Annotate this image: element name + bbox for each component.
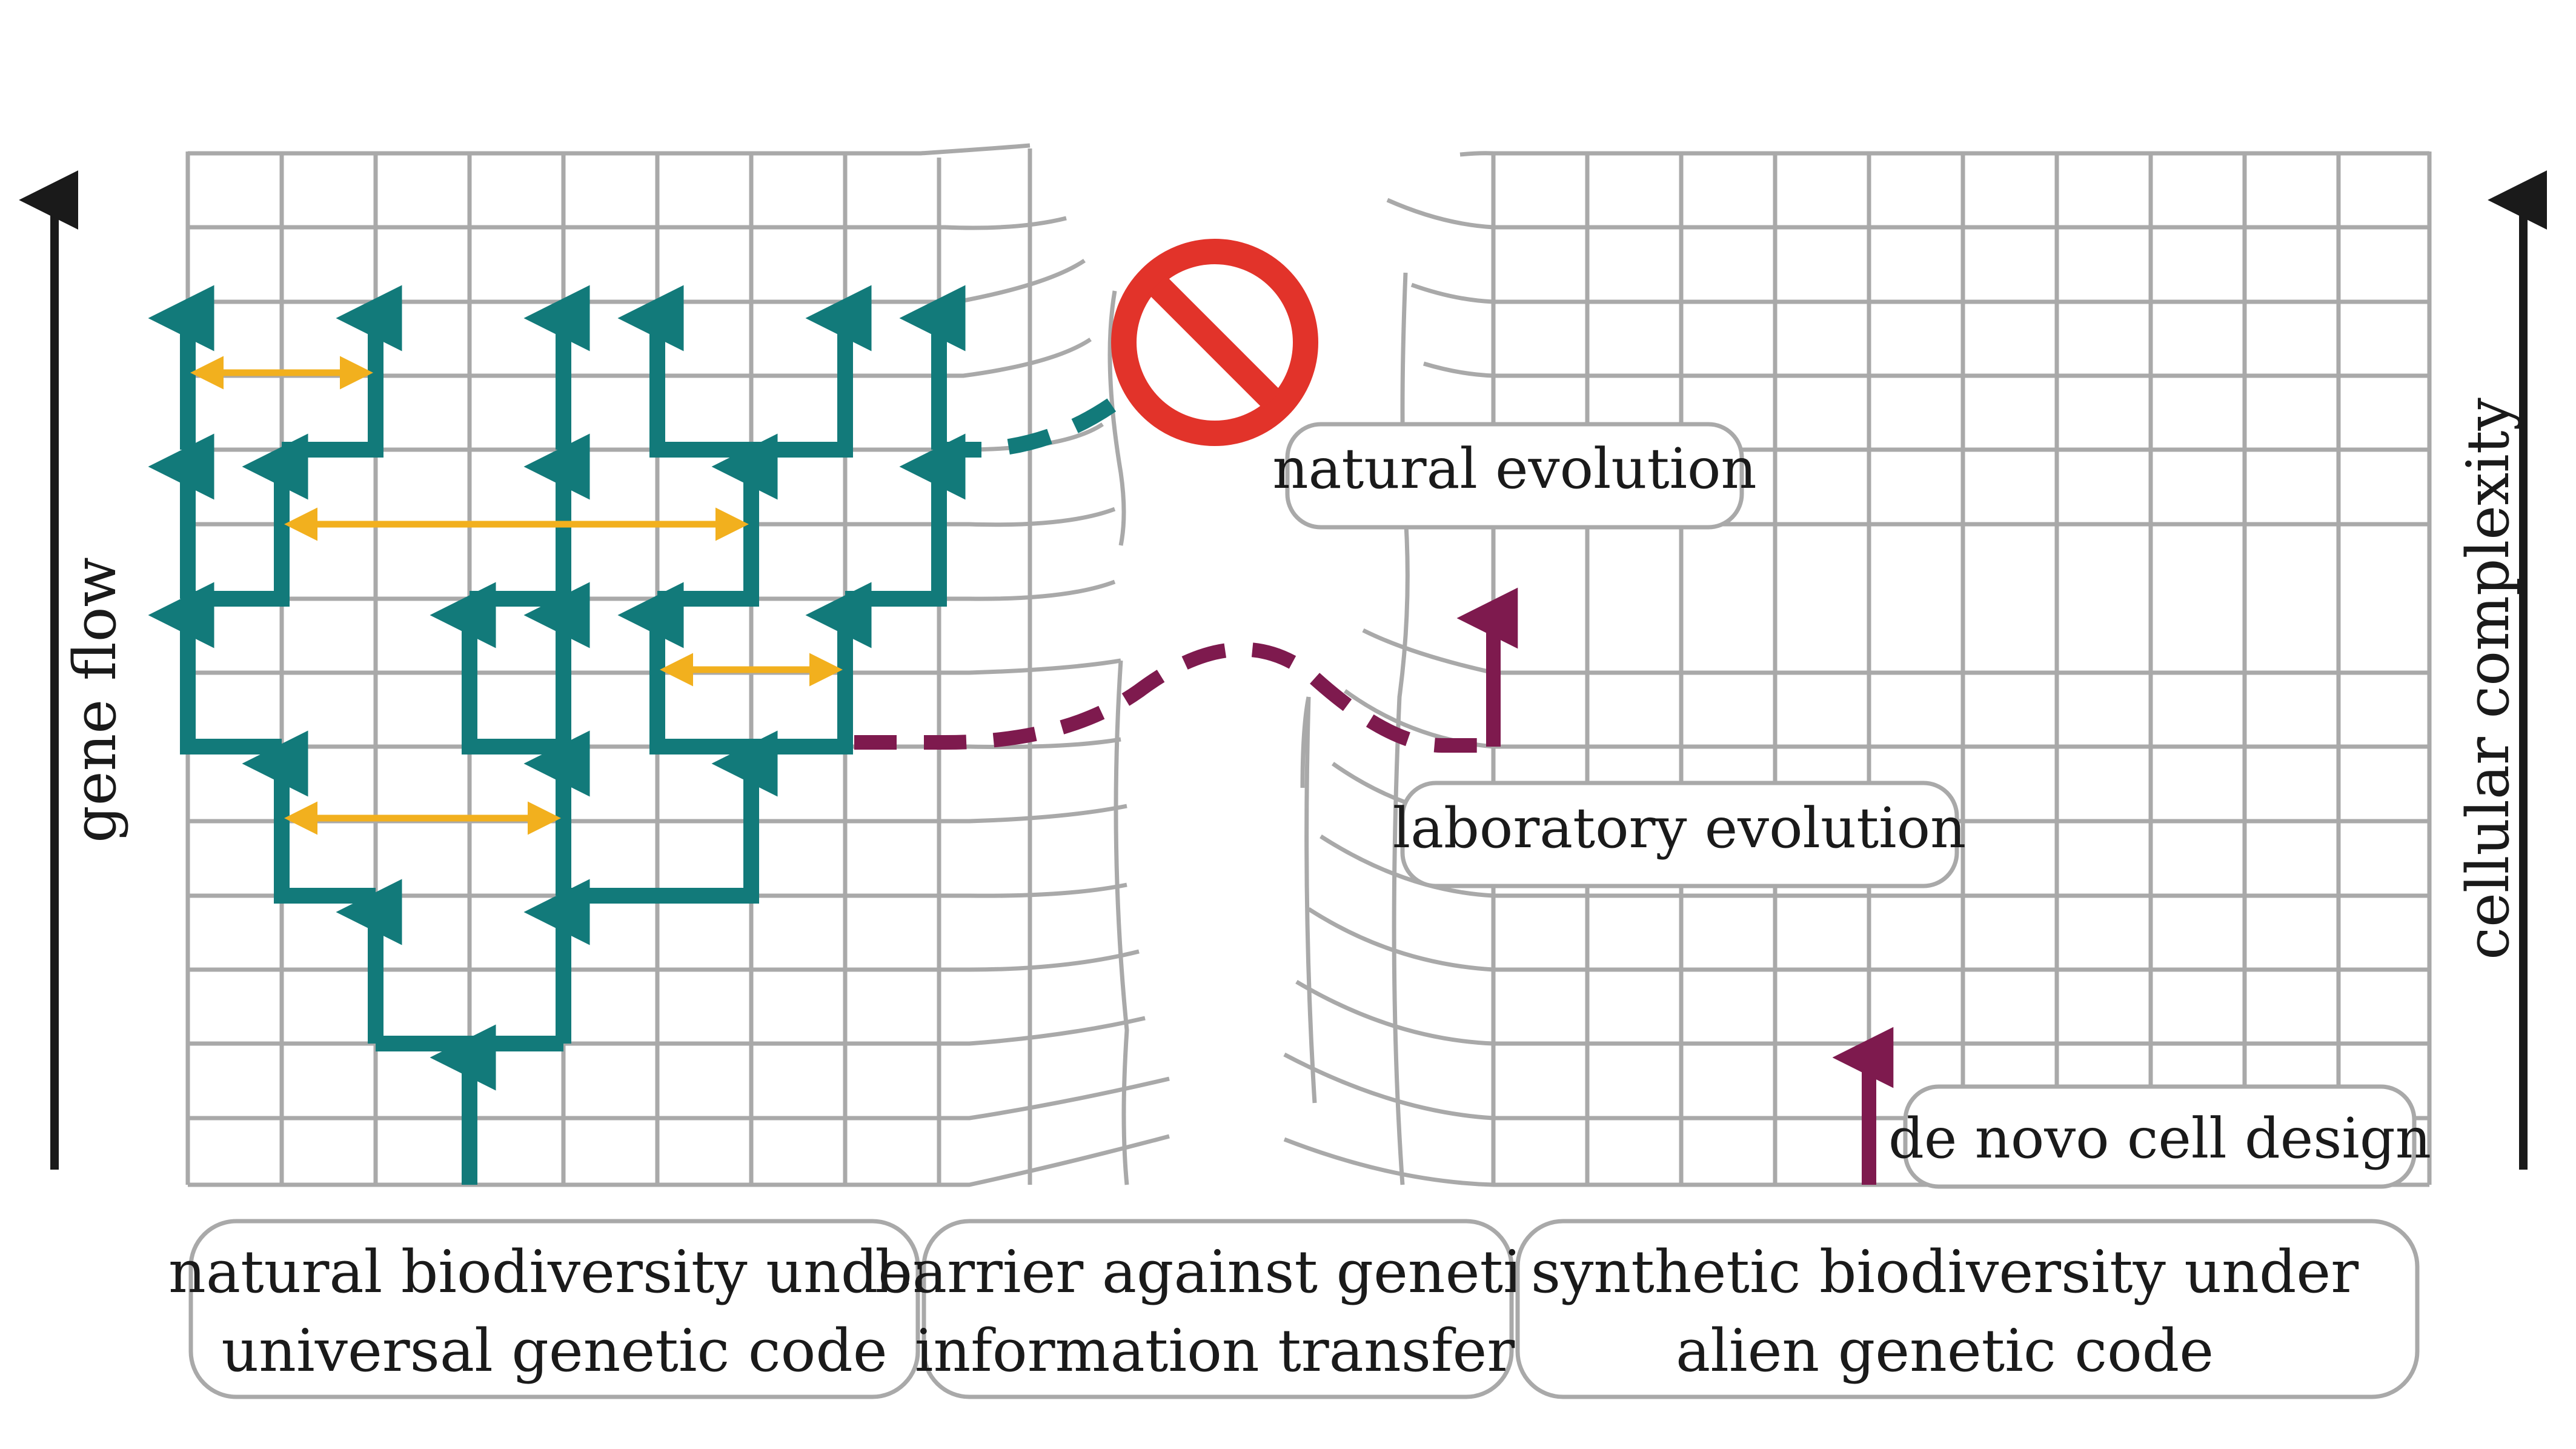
grid-natural [185,143,1170,1187]
horizontal-gene-transfer [190,356,843,835]
synthetic-biodiversity-box: synthetic biodiversity under alien genet… [1515,1219,2420,1399]
synthetic-biodiversity-line-2: alien genetic code [1676,1317,2214,1385]
blocked-transfer-path [939,387,1132,458]
prohibited-icon [1111,239,1318,446]
natural-evolution-callout: natural evolution [1272,422,1757,530]
natural-evolution-label: natural evolution [1272,436,1756,501]
synthetic-biodiversity-line-1: synthetic biodiversity under [1531,1238,2359,1306]
natural-biodiversity-line-2: universal genetic code [221,1317,887,1385]
laboratory-evolution-label: laboratory evolution [1393,796,1966,861]
de-novo-label: de novo cell design [1888,1106,2431,1171]
barrier-box: barrier against genetic information tran… [875,1219,1555,1399]
barrier-line-2: information transfer [915,1317,1515,1385]
natural-phylogeny-tree [148,285,966,1185]
laboratory-evolution-path [854,642,1490,753]
barrier-line-1: barrier against genetic [875,1238,1554,1306]
natural-biodiversity-box: natural biodiversity under universal gen… [168,1219,940,1399]
gene-flow-label: gene flow [61,557,129,842]
cellular-complexity-label: cellular complexity [2454,398,2522,959]
de-novo-callout: de novo cell design [1888,1084,2431,1189]
natural-biodiversity-line-1: natural biodiversity under [168,1238,940,1306]
laboratory-evolution-callout: laboratory evolution [1393,781,1966,888]
grid-synthetic [1283,151,2432,1187]
